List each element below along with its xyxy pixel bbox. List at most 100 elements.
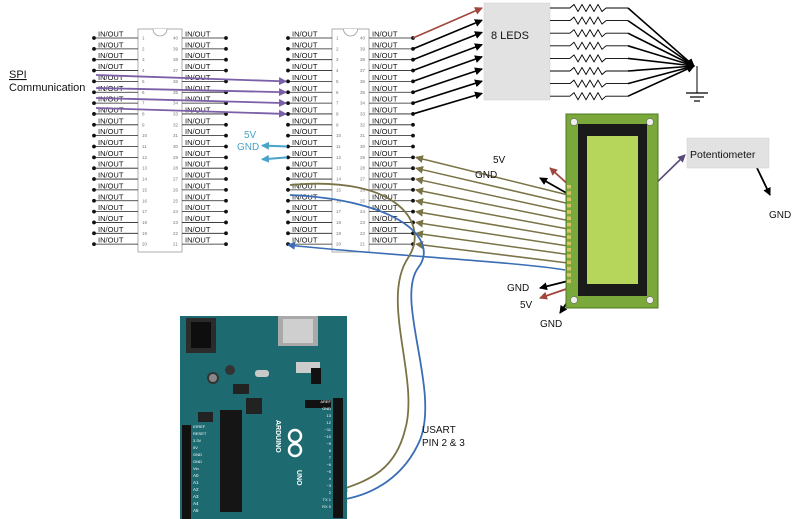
led-wire (412, 79, 483, 104)
pin-dot (286, 198, 290, 203)
pin-label: IN/OUT (372, 95, 398, 104)
pin-number: 6 (336, 90, 339, 95)
lcd-pin (567, 197, 571, 202)
pin-dot (411, 133, 415, 138)
resistor-array (550, 3, 695, 101)
pin-number: 29 (173, 155, 179, 160)
pin-number: 19 (336, 231, 342, 236)
lcd-data-wire (415, 187, 569, 222)
pin-number: 8 (336, 111, 339, 116)
pin-label: IN/OUT (372, 149, 398, 158)
spi-wire (95, 107, 287, 118)
lcd-data-wire (415, 198, 569, 230)
lcd-data-wire (415, 165, 569, 205)
pin-dot (92, 177, 96, 181)
pin-number: 15 (336, 187, 342, 192)
pin-number: 13 (336, 166, 342, 171)
pin-dot (92, 155, 96, 160)
header-strip (333, 398, 343, 518)
pin-number: 17 (336, 209, 342, 214)
pin-number: 9 (336, 122, 339, 127)
vcc-wire (261, 141, 288, 150)
header-label: 4 (329, 476, 332, 481)
power-5v-label: 5V (244, 130, 257, 141)
header-label: RX 0 (322, 504, 332, 509)
pin-dot (286, 209, 290, 214)
analog-label: A1 (193, 480, 199, 485)
pin-label: IN/OUT (292, 40, 318, 49)
lcd-pin (567, 216, 571, 220)
pin-dot (286, 166, 290, 171)
pin-number: 37 (360, 68, 366, 73)
ground-wire (627, 65, 695, 97)
pin-label: IN/OUT (292, 181, 318, 190)
pin-number: 5 (142, 79, 145, 84)
ground-wire (627, 63, 695, 85)
pin-label: IN/OUT (372, 105, 398, 114)
pin-label: IN/OUT (292, 51, 318, 60)
pin-number: 33 (360, 111, 366, 116)
pin-number: 27 (173, 177, 179, 182)
led-block: 8 LEDS (483, 2, 551, 101)
pin-dot (411, 122, 415, 127)
pin-number: 12 (336, 155, 342, 160)
chip-body (331, 28, 370, 253)
lcd-data-wire (415, 176, 569, 213)
potentiometer-box: Potentiometer (686, 137, 770, 169)
pin-dot (224, 177, 228, 181)
lcd-pin (567, 273, 571, 277)
pin-dot (224, 242, 228, 247)
pin-dot (411, 209, 415, 214)
ground-wire (627, 62, 695, 72)
pin-label: IN/OUT (292, 236, 318, 245)
pin-dot (286, 101, 290, 105)
pin-number: 25 (173, 198, 179, 203)
pin-number: 9 (142, 122, 145, 127)
pin-dot (411, 188, 415, 192)
lcd-data-wire (415, 230, 569, 256)
pin-number: 5 (336, 79, 339, 84)
pin-label: IN/OUT (185, 236, 211, 245)
pin-label: IN/OUT (292, 84, 318, 93)
analog-label: A4 (193, 501, 199, 506)
lcd-screen (587, 136, 638, 284)
pin-dot (92, 242, 96, 247)
resistor-zigzag (569, 66, 607, 76)
pin-dot (286, 90, 290, 95)
usart-pins-label: PIN 2 & 3 (422, 438, 465, 449)
header-label: 7 (329, 455, 332, 460)
lcd-data-wire (415, 241, 569, 264)
pin-label: IN/OUT (372, 138, 398, 147)
pin-dot (224, 144, 228, 149)
pin-dot (224, 209, 228, 214)
lower-gnd-label-1: GND (507, 283, 529, 294)
pin-number: 20 (336, 242, 342, 247)
pin-number: 35 (360, 90, 366, 95)
pin-number: 18 (336, 220, 342, 225)
pin-label: IN/OUT (185, 40, 211, 49)
pin-label: IN/OUT (185, 225, 211, 234)
ground-symbol (686, 66, 708, 102)
power-label: RESET (193, 431, 207, 436)
pin-number: 2 (336, 46, 339, 51)
pin-label: IN/OUT (185, 138, 211, 147)
pin-number: 38 (360, 57, 366, 62)
pin-label: IN/OUT (98, 105, 124, 114)
pin-label: IN/OUT (185, 127, 211, 136)
pin-number: 23 (173, 220, 179, 225)
pin-number: 19 (142, 231, 148, 236)
pin-number: 21 (173, 242, 179, 247)
pin-label: IN/OUT (98, 116, 124, 125)
power-label: GND (193, 459, 202, 464)
pin-dot (92, 57, 96, 62)
pin-dot (286, 36, 290, 40)
pin-number: 1 (142, 36, 145, 41)
power-label: 3.3V (193, 438, 202, 443)
pin-number: 33 (173, 111, 179, 116)
pin-dot (286, 133, 290, 138)
lcd-pin (567, 248, 571, 252)
pin-number: 7 (336, 101, 339, 106)
pin-dot (92, 188, 96, 192)
